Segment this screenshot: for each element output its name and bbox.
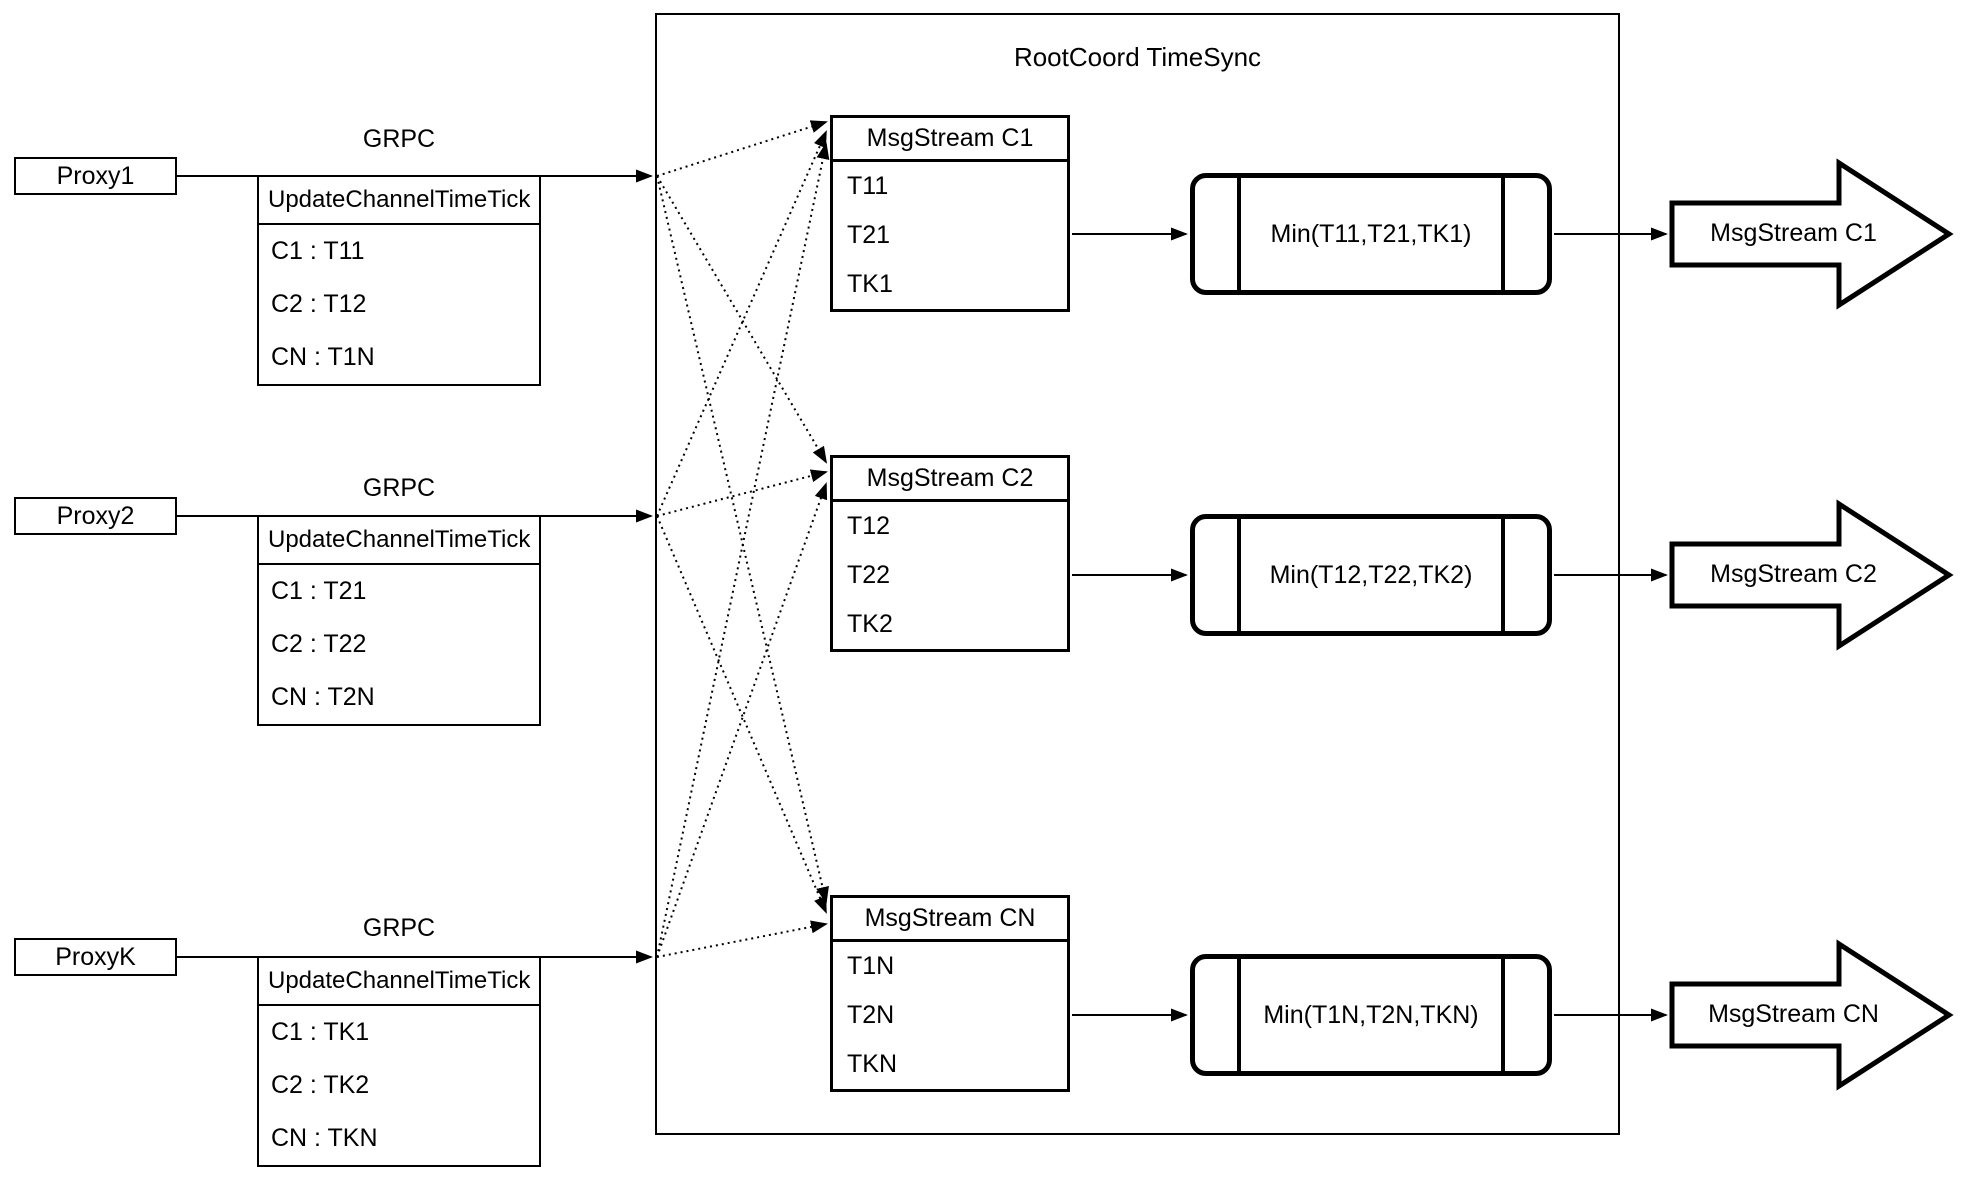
- proxy1-table-header: UpdateChannelTimeTick: [259, 177, 539, 225]
- min-node-cn-expression: Min(T1N,T2N,TKN): [1237, 959, 1505, 1071]
- msgstream-c2-box: MsgStream C2 T12 T22 TK2: [830, 455, 1070, 652]
- min-node-c1-left-cap: [1195, 178, 1237, 290]
- msgstream-cn-title: MsgStream CN: [833, 898, 1067, 942]
- msgstream-c2-row-tk2: TK2: [847, 610, 893, 638]
- min-node-c2: Min(T12,T22,TK2): [1190, 514, 1552, 636]
- proxyk-box: ProxyK: [14, 938, 177, 976]
- output-arrow-c1-label: MsgStream C1: [1710, 219, 1877, 247]
- msgstream-cn-row-t1n: T1N: [847, 952, 895, 980]
- msgstream-c1-row-t21: T21: [847, 221, 891, 249]
- proxy1-table-row-cn: CN : T1N: [271, 343, 375, 371]
- proxy1-box: Proxy1: [14, 157, 177, 195]
- min-node-c2-right-cap: [1505, 519, 1547, 631]
- proxyk-table-row-cn: CN : TKN: [271, 1124, 378, 1152]
- proxy2-label: Proxy2: [56, 501, 135, 530]
- proxyk-table-row-c1: C1 : TK1: [271, 1018, 370, 1046]
- msgstream-c1-row-t11: T11: [847, 172, 889, 200]
- min-node-c1-right-cap: [1505, 178, 1547, 290]
- proxy2-table-row-c2: C2 : T22: [271, 630, 367, 658]
- msgstream-c1-row-tk1: TK1: [847, 270, 893, 298]
- grpc-label-proxy1: GRPC: [362, 125, 436, 153]
- msgstream-cn-row-t2n: T2N: [847, 1001, 895, 1029]
- grpc-label-proxyk: GRPC: [362, 914, 436, 942]
- grpc-label-proxy2: GRPC: [362, 474, 436, 502]
- proxyk-table-row-c2: C2 : TK2: [271, 1071, 370, 1099]
- msgstream-c2-row-t22: T22: [847, 561, 891, 589]
- proxy2-box: Proxy2: [14, 497, 177, 535]
- proxyk-label: ProxyK: [55, 942, 136, 971]
- proxy2-timetick-table: UpdateChannelTimeTick C1 : T21 C2 : T22 …: [257, 515, 541, 726]
- proxy2-table-row-c1: C1 : T21: [271, 577, 367, 605]
- min-node-c1-expression: Min(T11,T21,TK1): [1237, 178, 1505, 290]
- output-arrow-c2-label: MsgStream C2: [1710, 560, 1877, 588]
- msgstream-cn-row-tkn: TKN: [847, 1050, 897, 1078]
- proxyk-timetick-table: UpdateChannelTimeTick C1 : TK1 C2 : TK2 …: [257, 956, 541, 1167]
- min-node-c1: Min(T11,T21,TK1): [1190, 173, 1552, 295]
- proxy1-table-row-c1: C1 : T11: [271, 237, 365, 265]
- output-arrow-cn-label: MsgStream CN: [1708, 1000, 1879, 1028]
- msgstream-c2-title: MsgStream C2: [833, 458, 1067, 502]
- proxy1-label: Proxy1: [56, 161, 135, 190]
- proxyk-table-header: UpdateChannelTimeTick: [259, 958, 539, 1006]
- msgstream-cn-box: MsgStream CN T1N T2N TKN: [830, 895, 1070, 1092]
- msgstream-c1-title: MsgStream C1: [833, 118, 1067, 162]
- proxy2-table-row-cn: CN : T2N: [271, 683, 375, 711]
- rootcoord-title: RootCoord TimeSync: [1013, 42, 1262, 72]
- min-node-cn: Min(T1N,T2N,TKN): [1190, 954, 1552, 1076]
- proxy1-table-row-c2: C2 : T12: [271, 290, 367, 318]
- min-node-c2-left-cap: [1195, 519, 1237, 631]
- min-node-c2-expression: Min(T12,T22,TK2): [1237, 519, 1505, 631]
- min-node-cn-right-cap: [1505, 959, 1547, 1071]
- msgstream-c2-row-t12: T12: [847, 512, 891, 540]
- min-node-cn-left-cap: [1195, 959, 1237, 1071]
- proxy1-timetick-table: UpdateChannelTimeTick C1 : T11 C2 : T12 …: [257, 175, 541, 386]
- msgstream-c1-box: MsgStream C1 T11 T21 TK1: [830, 115, 1070, 312]
- proxy2-table-header: UpdateChannelTimeTick: [259, 517, 539, 565]
